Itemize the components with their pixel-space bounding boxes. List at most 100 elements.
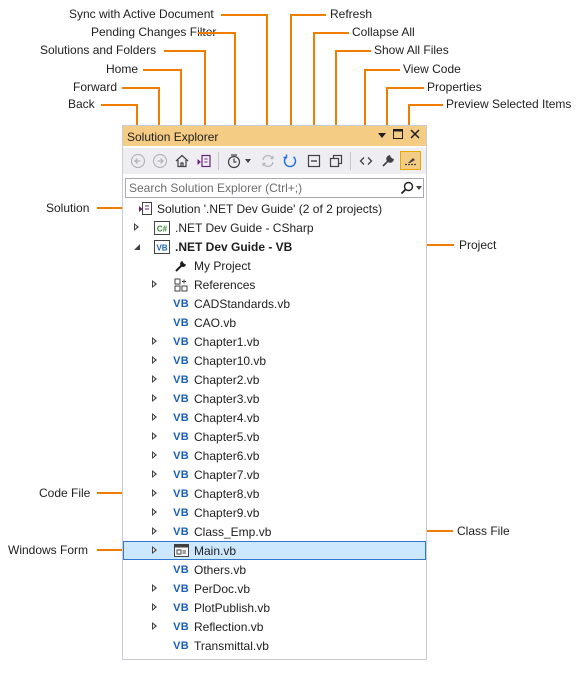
leader-line — [290, 14, 326, 16]
preview-selected-items-icon — [404, 157, 417, 165]
vb-file-icon: VB — [173, 297, 189, 310]
search-icon[interactable] — [400, 181, 414, 195]
tree-row-my-project[interactable]: My Project — [123, 256, 426, 275]
callout-refresh: Refresh — [330, 7, 373, 21]
tree-label: PlotPublish.vb — [194, 601, 271, 615]
vb-file-icon: VB — [173, 563, 189, 576]
show-all-files-button[interactable] — [326, 151, 345, 170]
forward-icon — [152, 153, 167, 168]
collapse-icon[interactable] — [134, 244, 140, 250]
tree-row-file[interactable]: VB Chapter7.vb — [123, 465, 426, 484]
toolbar-separator — [350, 152, 351, 170]
expand-icon[interactable] — [152, 280, 157, 288]
tree-row-file[interactable]: VB Reflection.vb — [123, 617, 426, 636]
tree-row-file[interactable]: VB Chapter1.vb — [123, 332, 426, 351]
expand-icon[interactable] — [152, 584, 157, 592]
vb-project-icon: VB — [154, 239, 170, 254]
expand-icon[interactable] — [134, 223, 139, 231]
tree-row-file[interactable]: VB Chapter2.vb — [123, 370, 426, 389]
properties-button[interactable] — [378, 151, 397, 170]
expand-icon[interactable] — [152, 603, 157, 611]
expand-icon[interactable] — [152, 356, 157, 364]
forward-button[interactable] — [150, 151, 169, 170]
vb-file-icon: VB — [173, 468, 189, 481]
tree-label: Chapter9.vb — [194, 506, 260, 520]
callout-solution: Solution — [46, 201, 90, 215]
tree-label: Main.vb — [194, 544, 237, 558]
title-bar[interactable]: Solution Explorer — [123, 126, 426, 146]
tree-row-file[interactable]: VB Chapter8.vb — [123, 484, 426, 503]
pending-changes-dropdown-icon[interactable] — [245, 159, 251, 163]
tree-row-file[interactable]: VB Chapter6.vb — [123, 446, 426, 465]
expand-icon[interactable] — [152, 432, 157, 440]
expand-icon[interactable] — [152, 527, 157, 535]
leader-line — [198, 32, 236, 34]
collapse-all-button[interactable] — [304, 151, 323, 170]
callout-back: Back — [68, 97, 95, 111]
expand-icon[interactable] — [152, 451, 157, 459]
tree-row-file[interactable]: VB Chapter4.vb — [123, 408, 426, 427]
expand-icon[interactable] — [152, 508, 157, 516]
expand-icon[interactable] — [152, 337, 157, 345]
svg-text:C#: C# — [157, 224, 168, 233]
preview-selected-items-button[interactable] — [400, 151, 421, 170]
callout-pending-changes: Pending Changes Filter — [91, 25, 217, 39]
tree-row-file[interactable]: VB CADStandards.vb — [123, 294, 426, 313]
leader-line — [386, 87, 424, 89]
search-options-dropdown-icon[interactable] — [416, 186, 422, 190]
tree-row-file[interactable]: VB PlotPublish.vb — [123, 598, 426, 617]
back-button[interactable] — [128, 151, 147, 170]
expand-icon[interactable] — [152, 413, 157, 421]
refresh-icon — [283, 154, 296, 167]
pending-changes-filter-button[interactable] — [224, 151, 243, 170]
tree-row-references[interactable]: References — [123, 275, 426, 294]
tree-row-file[interactable]: VB Transmittal.vb — [123, 636, 426, 655]
home-icon — [175, 154, 188, 167]
expand-icon[interactable] — [152, 489, 157, 497]
window-position-dropdown-icon[interactable] — [375, 129, 389, 143]
tree-label: Class_Emp.vb — [194, 525, 272, 539]
leader-line — [97, 549, 145, 551]
callout-show-all-files: Show All Files — [374, 43, 449, 57]
tree-row-file[interactable]: VB Chapter10.vb — [123, 351, 426, 370]
tree-row-file[interactable]: VB PerDoc.vb — [123, 579, 426, 598]
sync-with-active-document-button[interactable] — [258, 151, 277, 170]
collapse-all-icon — [307, 154, 320, 167]
tree-row-file[interactable]: VB CAO.vb — [123, 313, 426, 332]
tree-row-project-vb[interactable]: VB .NET Dev Guide - VB — [123, 237, 426, 256]
expand-icon[interactable] — [152, 470, 157, 478]
tree-row-file[interactable]: VB Chapter3.vb — [123, 389, 426, 408]
pending-changes-filter-icon — [227, 153, 240, 168]
maximize-icon[interactable] — [391, 129, 405, 143]
expand-icon[interactable] — [152, 375, 157, 383]
solutions-and-folders-button[interactable] — [194, 151, 213, 170]
view-code-button[interactable] — [356, 151, 375, 170]
leader-line — [221, 14, 268, 16]
home-button[interactable] — [172, 151, 191, 170]
close-icon[interactable] — [408, 129, 422, 143]
expand-icon[interactable] — [152, 546, 157, 554]
tree-label: References — [194, 278, 256, 292]
tree-row-file[interactable]: VB Class_Emp.vb — [123, 522, 426, 541]
search-input[interactable] — [126, 179, 399, 197]
tree-row-main-form[interactable]: Main.vb — [123, 541, 426, 560]
leader-line — [97, 492, 145, 494]
refresh-button[interactable] — [280, 151, 299, 170]
window-title: Solution Explorer — [127, 130, 219, 144]
tree-label: Chapter6.vb — [194, 449, 260, 463]
vb-file-icon: VB — [173, 430, 189, 443]
tree-row-project-csharp[interactable]: C# .NET Dev Guide - CSharp — [123, 218, 426, 237]
tree-row-file[interactable]: VB Chapter9.vb — [123, 503, 426, 522]
wrench-icon — [173, 258, 189, 273]
vb-file-icon: VB — [173, 316, 189, 329]
tree-row-solution[interactable]: Solution '.NET Dev Guide' (2 of 2 projec… — [123, 199, 426, 218]
solutions-and-folders-icon — [197, 154, 211, 167]
callout-solutions-folders: Solutions and Folders — [40, 43, 157, 57]
expand-icon[interactable] — [152, 394, 157, 402]
tree-row-file[interactable]: VB Others.vb — [123, 560, 426, 579]
sync-icon — [261, 154, 274, 167]
leader-line — [290, 14, 292, 147]
expand-icon[interactable] — [152, 622, 157, 630]
tree-row-file[interactable]: VB Chapter5.vb — [123, 427, 426, 446]
vb-file-icon: VB — [173, 601, 189, 614]
